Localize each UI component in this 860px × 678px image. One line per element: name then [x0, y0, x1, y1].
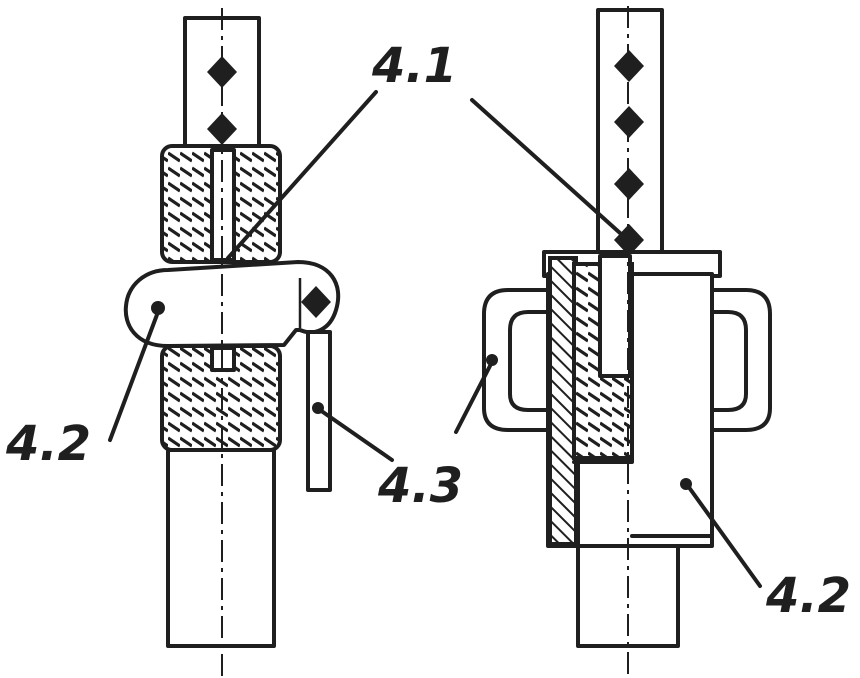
label-4-2-right: 4.2	[765, 568, 851, 624]
left-collar	[123, 260, 341, 348]
right-assembly	[482, 6, 772, 676]
label-4-1: 4.1	[371, 38, 457, 94]
leader-lines	[108, 90, 762, 588]
label-4-3: 4.3	[377, 458, 463, 514]
left-assembly	[123, 8, 341, 676]
label-4-2-left: 4.2	[5, 416, 91, 472]
left-collar-diamond-icon	[301, 286, 331, 318]
